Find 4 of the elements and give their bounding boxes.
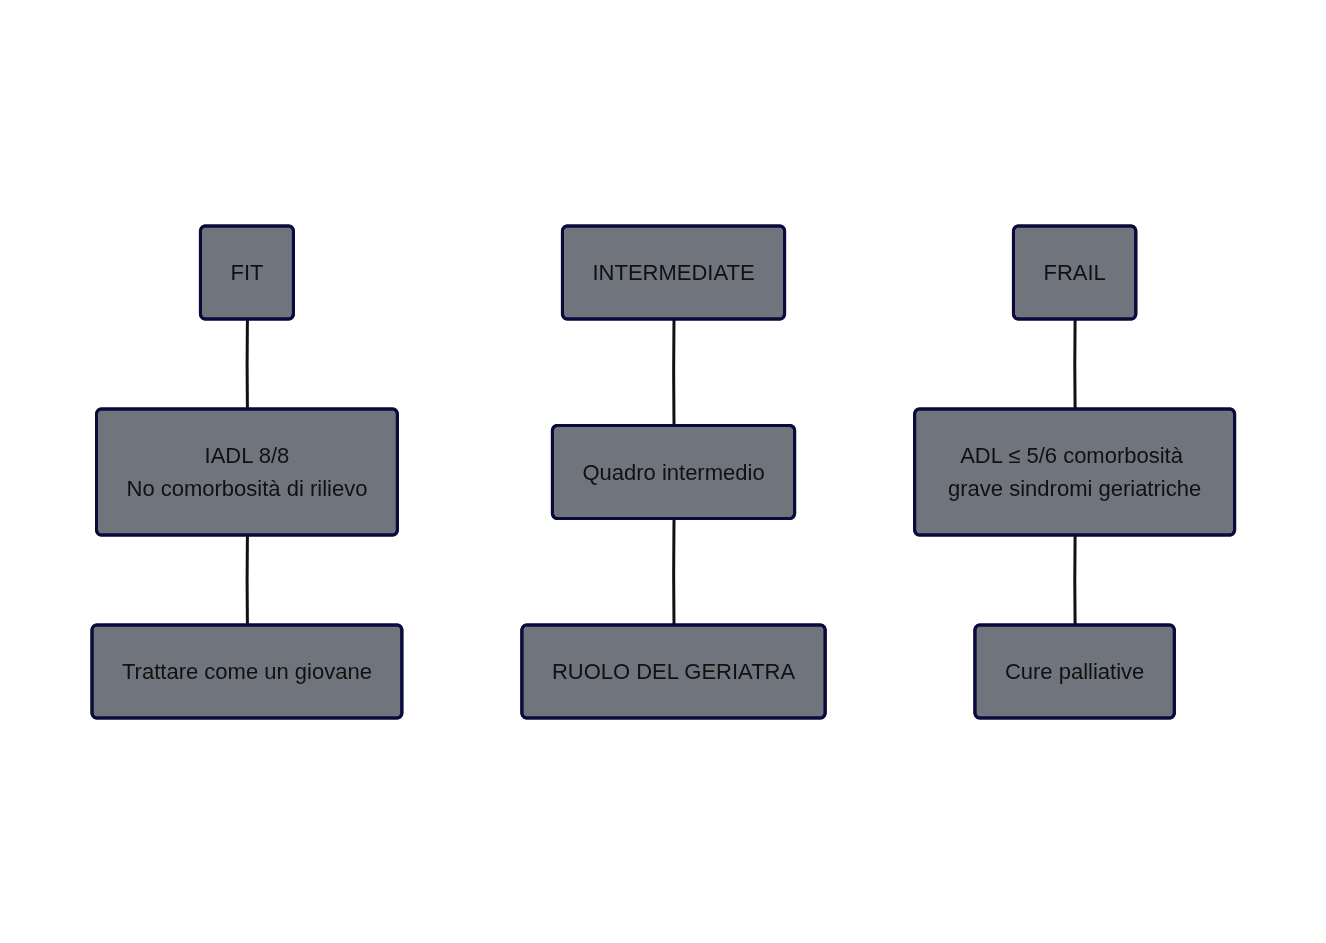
connector: [671, 518, 676, 625]
connector: [1073, 319, 1077, 409]
connector: [671, 319, 676, 426]
connector: [1073, 535, 1077, 625]
